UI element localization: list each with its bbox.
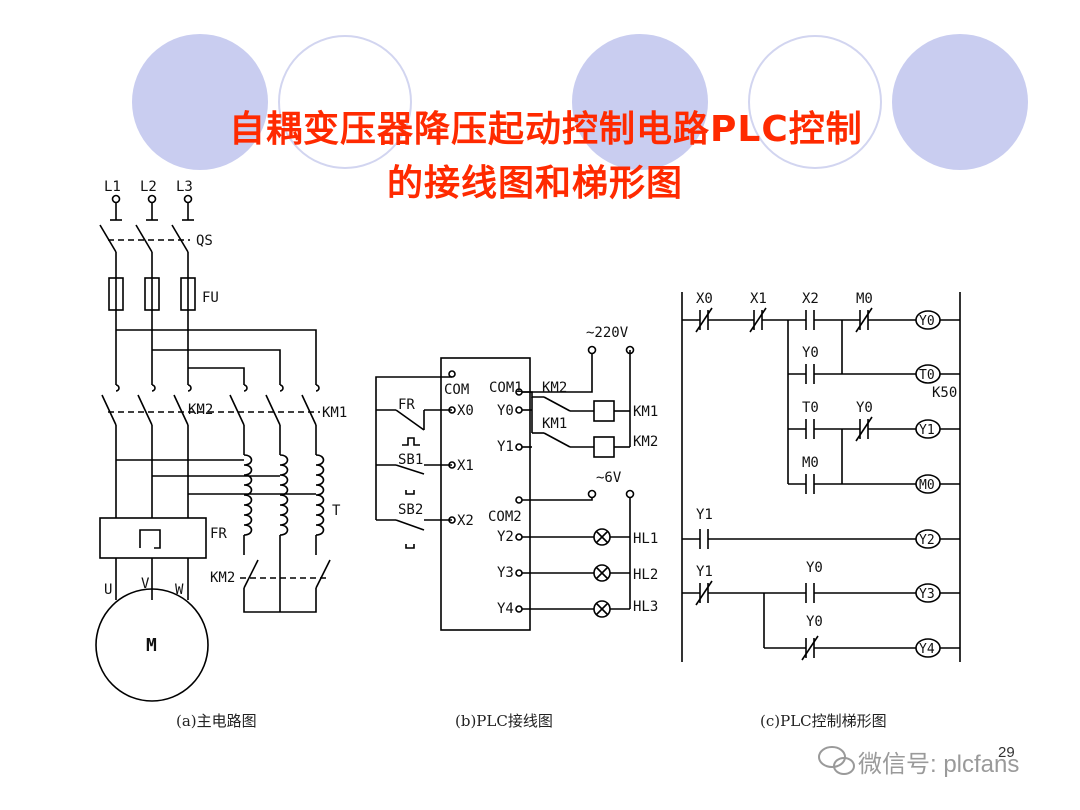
caption-ladder: (c)PLC控制梯形图 bbox=[760, 712, 887, 730]
ladder-diagram bbox=[681, 292, 961, 662]
contact-y0-nc2: Y0 bbox=[806, 614, 823, 630]
coil-m0: M0 bbox=[919, 478, 935, 493]
label-km2-star: KM2 bbox=[210, 570, 235, 586]
label-motor: M bbox=[146, 635, 157, 656]
title-line-1: 自耦变压器降压起动控制电路PLC控制 bbox=[229, 109, 863, 150]
contact-y1-nc: Y1 bbox=[696, 564, 713, 580]
watermark-text: 微信号: plcfans bbox=[858, 751, 1020, 778]
main-circuit bbox=[95, 194, 331, 702]
label-y2-out: Y2 bbox=[497, 529, 514, 545]
label-y3-out: Y3 bbox=[497, 565, 514, 581]
coil-y3: Y3 bbox=[919, 587, 935, 602]
contact-y0-nc: Y0 bbox=[856, 400, 873, 416]
label-l3: L3 bbox=[176, 179, 193, 195]
label-hl1: HL1 bbox=[633, 531, 658, 547]
coil-y2: Y2 bbox=[919, 533, 935, 548]
label-km2-coil: KM2 bbox=[633, 434, 658, 450]
page-number: 29 bbox=[998, 744, 1015, 761]
coil-y0: Y0 bbox=[919, 314, 935, 329]
contact-x2: X2 bbox=[802, 291, 819, 307]
label-y0-out: Y0 bbox=[497, 403, 514, 419]
label-6v: ~6V bbox=[596, 470, 622, 486]
label-fr-input: FR bbox=[398, 397, 415, 413]
label-km1: KM1 bbox=[322, 405, 347, 421]
plc-wiring bbox=[375, 345, 635, 631]
decorative-rings bbox=[278, 35, 882, 169]
label-y1-out: Y1 bbox=[497, 439, 514, 455]
label-qs: QS bbox=[196, 233, 213, 249]
label-x2: X2 bbox=[457, 513, 474, 529]
label-y4-out: Y4 bbox=[497, 601, 514, 617]
timer-preset: K50 bbox=[932, 385, 957, 401]
label-km2-contact: KM2 bbox=[542, 380, 567, 396]
label-km1-coil: KM1 bbox=[633, 404, 658, 420]
coil-y4: Y4 bbox=[919, 642, 935, 657]
label-com2: COM2 bbox=[488, 509, 522, 525]
label-x0: X0 bbox=[457, 403, 474, 419]
label-hl3: HL3 bbox=[633, 599, 658, 615]
label-hl2: HL2 bbox=[633, 567, 658, 583]
contact-y1: Y1 bbox=[696, 507, 713, 523]
label-u: U bbox=[104, 582, 112, 598]
label-l1: L1 bbox=[104, 179, 121, 195]
wechat-icon bbox=[818, 746, 855, 775]
contact-m0-branch: M0 bbox=[802, 455, 819, 471]
coil-t0: T0 bbox=[919, 368, 935, 383]
caption-plc-wiring: (b)PLC接线图 bbox=[455, 712, 553, 730]
contact-y0-branch: Y0 bbox=[802, 345, 819, 361]
label-x1: X1 bbox=[457, 458, 474, 474]
label-sb1: SB1 bbox=[398, 452, 423, 468]
contact-m0: M0 bbox=[856, 291, 873, 307]
label-w: W bbox=[175, 582, 184, 598]
caption-main-circuit: (a)主电路图 bbox=[176, 712, 257, 730]
label-com: COM bbox=[444, 382, 469, 398]
title-line-2: 的接线图和梯形图 bbox=[387, 163, 684, 204]
label-km2-left: KM2 bbox=[188, 402, 213, 418]
label-fu: FU bbox=[202, 290, 219, 306]
label-sb2: SB2 bbox=[398, 502, 423, 518]
coil-y1: Y1 bbox=[919, 423, 935, 438]
label-l2: L2 bbox=[140, 179, 157, 195]
contact-x0: X0 bbox=[696, 291, 713, 307]
label-fr: FR bbox=[210, 526, 227, 542]
ladder-labels: X0 X1 X2 M0 Y0 Y0 T0 K50 T0 Y0 Y1 M0 M0 … bbox=[696, 291, 957, 657]
label-com1: COM1 bbox=[489, 380, 523, 396]
label-v: V bbox=[141, 576, 150, 592]
decorative-circles bbox=[132, 34, 1028, 170]
label-km1-contact: KM1 bbox=[542, 416, 567, 432]
label-220v: ~220V bbox=[586, 325, 629, 341]
plc-wiring-labels: COM COM1 COM2 FR X0 SB1 X1 SB2 X2 Y0 Y1 … bbox=[398, 325, 658, 617]
contact-t0: T0 bbox=[802, 400, 819, 416]
label-t: T bbox=[332, 503, 341, 519]
contact-x1: X1 bbox=[750, 291, 767, 307]
main-circuit-labels: L1 L2 L3 QS FU KM2 KM1 T FR KM2 U V W M bbox=[104, 179, 347, 656]
contact-y0-no: Y0 bbox=[806, 560, 823, 576]
